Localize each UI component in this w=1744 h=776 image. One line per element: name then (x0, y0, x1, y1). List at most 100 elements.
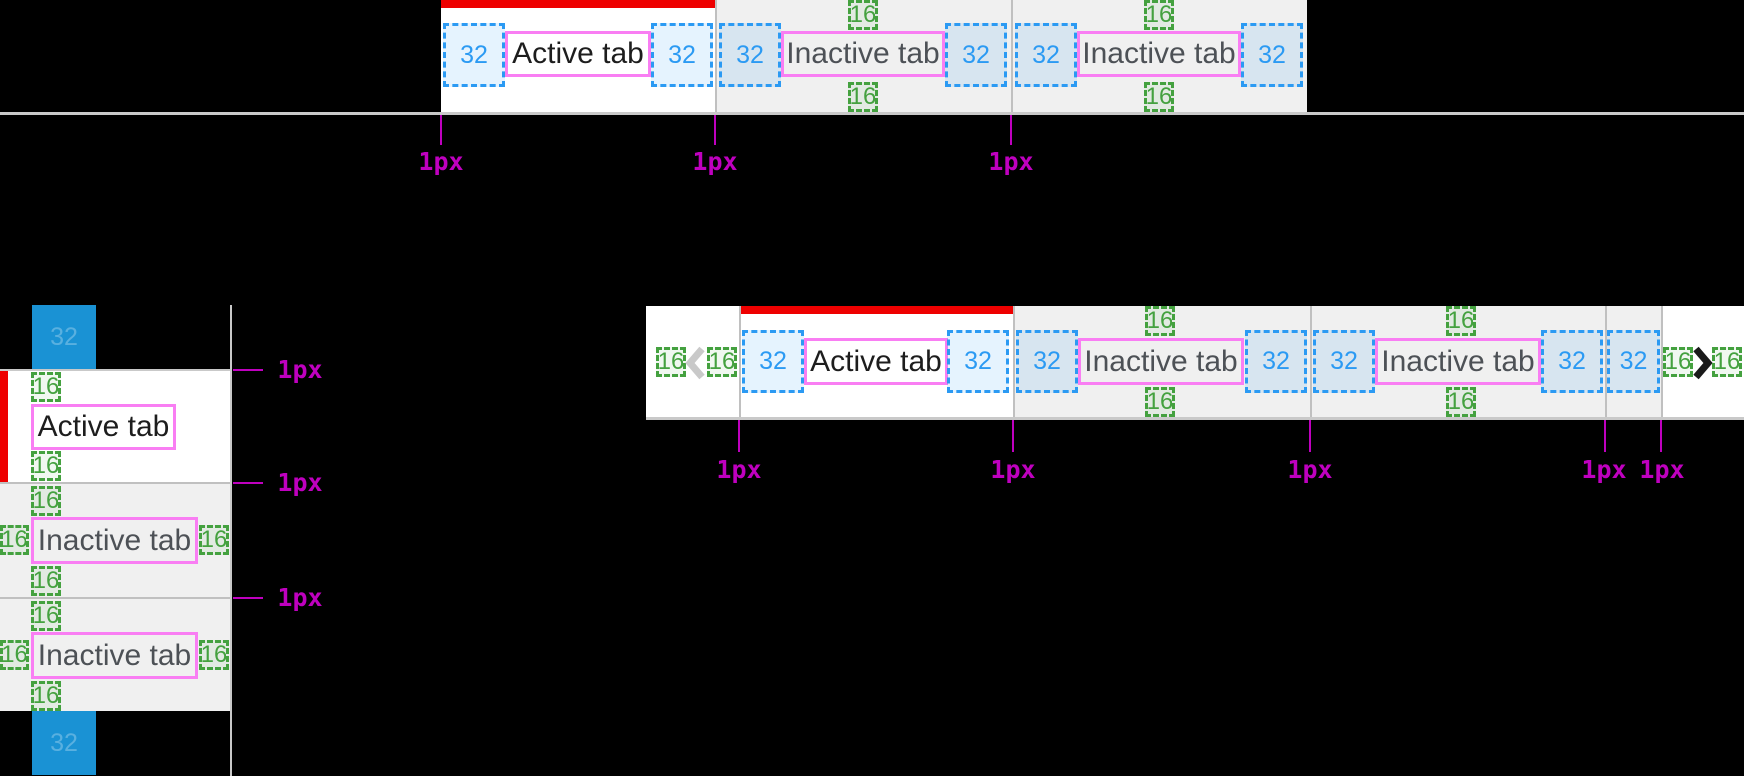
padding-16-box: 16 (1446, 306, 1476, 336)
divider-annotation-label: 1px (711, 456, 767, 484)
padding-16-label: 16 (1713, 348, 1741, 375)
divider-label: 1px (716, 455, 762, 484)
chevron-right-icon (1691, 345, 1713, 381)
tab-label-outline: Active tab (804, 338, 948, 385)
spacer-32-block: 32 (32, 711, 96, 775)
spacer-32-label: 32 (1032, 40, 1060, 69)
padding-16-box: 16 (1145, 306, 1175, 336)
padding-16-label: 16 (32, 567, 60, 594)
divider-label: 1px (277, 583, 323, 612)
tab-divider (1605, 306, 1607, 417)
spacer-32-label: 32 (759, 347, 787, 375)
padding-16-box: 16 (848, 0, 878, 30)
padding-16-box: 16 (1145, 387, 1175, 417)
padding-16-label: 16 (1, 641, 28, 668)
padding-16-box: 16 (1144, 0, 1174, 30)
padding-16-label: 16 (32, 373, 60, 400)
divider-annotation-line (233, 597, 263, 599)
padding-16-label: 16 (849, 83, 877, 110)
padding-16-box: 16 (199, 525, 229, 555)
padding-16-box: 16 (31, 486, 61, 516)
tab-divider (715, 0, 717, 112)
tab-divider (1013, 306, 1015, 417)
padding-16-box: 16 (31, 601, 61, 631)
chevron-left-icon (685, 345, 707, 381)
tab-inactive[interactable] (717, 0, 1011, 112)
divider-annotation-line (233, 482, 263, 484)
vertical-tabs-top-border (0, 369, 232, 371)
divider-label: 1px (418, 147, 464, 176)
tab-label: Inactive tab (1084, 344, 1238, 378)
padding-16-label: 16 (1, 526, 28, 553)
padding-16-box: 16 (1712, 347, 1742, 377)
padding-16-box: 16 (31, 681, 61, 711)
divider-annotation-line (738, 420, 740, 452)
divider-annotation-label: 1px (1576, 456, 1632, 484)
padding-16-box: 16 (199, 640, 229, 670)
spacer-32-box: 32 (1313, 330, 1375, 393)
divider-annotation-label: 1px (272, 469, 328, 497)
divider-annotation-label: 1px (1634, 456, 1690, 484)
padding-16-label: 16 (657, 348, 685, 375)
spacer-32-label: 32 (1619, 347, 1648, 375)
tab-label-outline: Inactive tab (1078, 338, 1244, 385)
spacer-32-label: 32 (1558, 347, 1586, 375)
tab-inactive[interactable] (0, 599, 230, 711)
vertical-tabs-right-border (230, 305, 232, 776)
tab-label-outline: Inactive tab (31, 517, 198, 564)
tab-active[interactable] (741, 306, 1013, 417)
tab-label-outline: Inactive tab (1077, 31, 1241, 77)
divider-label: 1px (1287, 455, 1333, 484)
tab-label-outline: Inactive tab (31, 632, 198, 679)
spacer-32-label: 32 (1330, 347, 1358, 375)
padding-16-box: 16 (31, 566, 61, 596)
spacer-32-label: 32 (668, 40, 696, 69)
tab-inactive[interactable] (1015, 306, 1310, 417)
spacer-32-label: 32 (1258, 40, 1286, 69)
tab-label-outline: Inactive tab (1375, 338, 1541, 385)
active-indicator (441, 0, 715, 8)
spacer-32-box: 32 (719, 23, 781, 87)
padding-16-label: 16 (200, 526, 228, 553)
tab-label: Inactive tab (1082, 37, 1236, 70)
divider-label: 1px (277, 468, 323, 497)
divider-annotation-label: 1px (272, 584, 328, 612)
tab-inactive[interactable] (0, 484, 230, 597)
tab-partial[interactable] (1607, 306, 1661, 417)
padding-16-label: 16 (708, 348, 736, 375)
spacer-32-box: 32 (947, 330, 1009, 393)
divider-annotation-line (1012, 420, 1014, 452)
divider-annotation-line (233, 369, 263, 371)
divider-label: 1px (1639, 455, 1685, 484)
divider-annotation-label: 1px (272, 356, 328, 384)
tab-inactive[interactable] (1013, 0, 1307, 112)
spacer-32-box: 32 (1015, 23, 1077, 87)
divider-annotation-label: 1px (1282, 456, 1338, 484)
padding-16-label: 16 (1664, 348, 1692, 375)
padding-16-label: 16 (1447, 388, 1475, 415)
tab-label-outline: Active tab (505, 31, 651, 77)
tab-inactive[interactable] (1312, 306, 1605, 417)
spacer-32-box: 32 (742, 330, 804, 393)
spacer-32-label: 32 (736, 40, 764, 69)
spacer-32-box: 32 (651, 23, 713, 87)
spacer-32-box: 32 (1607, 330, 1660, 393)
divider-label: 1px (1581, 455, 1627, 484)
spacer-32-box: 32 (443, 23, 505, 87)
padding-16-box: 16 (1663, 347, 1693, 377)
divider-label: 1px (277, 355, 323, 384)
tab-divider (739, 306, 741, 417)
tab-divider (0, 597, 230, 599)
tab-active[interactable] (441, 0, 715, 112)
spacer-32-box: 32 (1241, 23, 1303, 87)
divider-annotation-line (1660, 420, 1662, 452)
spacer-32-label: 32 (50, 728, 78, 757)
tab-active[interactable] (0, 371, 230, 482)
padding-16-label: 16 (1447, 307, 1475, 334)
divider-annotation-line (1309, 420, 1311, 452)
tab-label: Active tab (512, 37, 644, 70)
padding-16-label: 16 (200, 641, 228, 668)
tab-divider (1661, 306, 1663, 417)
divider-annotation-line (714, 115, 716, 145)
